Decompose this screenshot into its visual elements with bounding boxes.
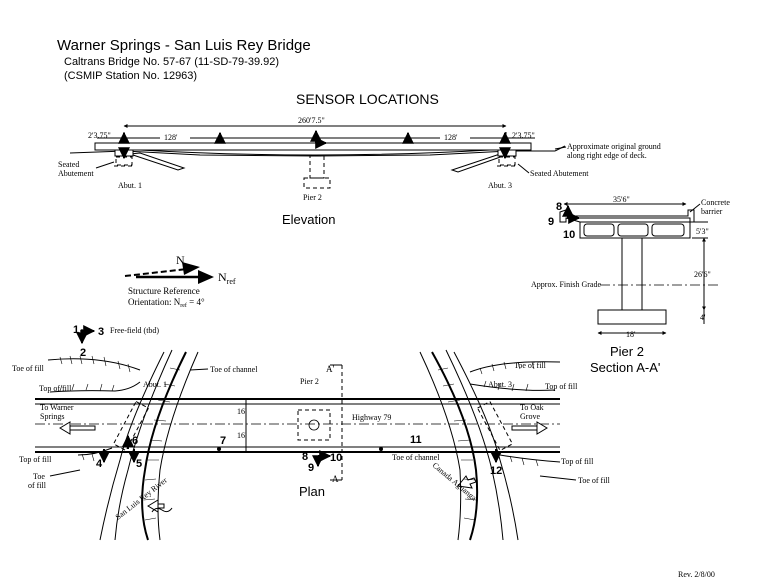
highway-label: Highway 79 [352, 413, 391, 422]
section-footing-width: 18' [626, 330, 636, 339]
toe-of-channel-left: Toe of channel [210, 365, 258, 374]
station-number: (CSMIP Station No. 12963) [64, 70, 197, 82]
plan-abut-1: Abut. 1 [143, 380, 167, 389]
section-sensor-9: 9 [548, 216, 554, 228]
elev-dim-left-span: 128' [164, 133, 178, 142]
section-title-2: Section A-A' [590, 360, 660, 375]
structure-reference-text: Structure Reference [128, 286, 200, 296]
section-concrete-1: Concrete [701, 198, 730, 207]
plan-abut-3: Abut. 3 [488, 380, 512, 389]
to-oak-1: To Oak [520, 403, 544, 412]
free-field-label: Free-field (tbd) [110, 326, 159, 335]
section-sensor-10: 10 [563, 229, 575, 241]
top-of-fill-bottom-left: Top of fill [19, 455, 52, 464]
orientation-text: Orientation: Nref = 4° [128, 297, 205, 309]
plan-pier-2: Pier 2 [300, 377, 319, 386]
section-finish-grade: Approx. Finish Grade [531, 280, 601, 289]
top-of-fill-bottom-right: Top of fill [561, 457, 594, 466]
plan-sensor-9: 9 [308, 462, 314, 474]
elev-dim-right-span: 128' [444, 133, 458, 142]
to-warner-1: To Warner [40, 403, 74, 412]
plan-sensor-4: 4 [96, 458, 103, 470]
elev-ground-note-2: along right edge of deck. [567, 151, 647, 160]
elev-seated-right: Seated Abutement [530, 169, 589, 178]
top-of-fill-left: Top of fill [39, 384, 72, 393]
plan-sensor-12: 12 [490, 465, 502, 477]
section-title-1: Pier 2 [610, 344, 644, 359]
river-label-right: Canada Aguanga [431, 461, 479, 503]
section-concrete-2: barrier [701, 207, 723, 216]
plan-view: 1 3 2 Free-field (tbd) Toe of fill Top o… [12, 324, 611, 541]
elev-dim-right-end: 2'3.75" [512, 131, 535, 140]
section-depth-dim: 5'3" [696, 227, 709, 236]
nref-label: Nref [218, 270, 236, 286]
sensor-locations-heading: SENSOR LOCATIONS [296, 91, 439, 107]
plan-sensors: 4 5 6 7 8 9 10 11 12 [96, 434, 502, 477]
toe-of-fill-top-left: Toe of fill [12, 364, 45, 373]
toe-of-channel-right: Toe of channel [392, 453, 440, 462]
toe-of-fill-bottom-right: Toe of fill [578, 476, 611, 485]
elevation-title: Elevation [282, 212, 335, 227]
plan-dim-16-bot: 16' [237, 431, 247, 440]
elev-seated-left-1: Seated [58, 160, 79, 169]
plan-a-prime: A' [326, 364, 334, 374]
plan-sensor-6: 6 [132, 435, 138, 447]
toe-bottom-left-2: of fill [28, 481, 47, 490]
orientation-reference: N Nref Structure Reference Orientation: … [124, 253, 236, 309]
elev-dim-total: 260'7.5" [298, 116, 325, 125]
section-footing-depth: 4' [700, 313, 706, 322]
top-of-fill-right: Top of fill [545, 382, 578, 391]
plan-sensor-5: 5 [136, 458, 142, 470]
elev-abut-1: Abut. 1 [118, 181, 142, 190]
north-label: N [176, 253, 185, 267]
drawing-title: Warner Springs - San Luis Rey Bridge [57, 37, 311, 54]
elev-abut-3: Abut. 3 [488, 181, 512, 190]
section-width-dim: 35'6" [613, 195, 630, 204]
toe-bottom-left-1: Toe [33, 472, 45, 481]
ff-sensor-1: 1 [73, 324, 79, 336]
plan-sensor-7: 7 [220, 435, 226, 447]
pier-section-view: 35'6" Concrete barrier 5'3" Approx. Fini… [531, 195, 730, 375]
to-warner-2: Springs [40, 412, 64, 421]
plan-sensor-11: 11 [410, 434, 422, 446]
to-oak-2: Grove [520, 412, 540, 421]
elev-ground-note-1: Approximate original ground [567, 142, 661, 151]
section-height-dim: 26'6" [694, 270, 711, 279]
section-sensor-8: 8 [556, 201, 562, 213]
elev-pier-2: Pier 2 [303, 193, 322, 202]
header: Warner Springs - San Luis Rey Bridge Cal… [57, 37, 439, 107]
elev-dim-left-end: 2'3.75" [88, 131, 111, 140]
ff-sensor-2: 2 [80, 347, 86, 359]
plan-dim-16-top: 16' [237, 407, 247, 416]
toe-of-fill-top-right: Toe of fill [514, 361, 547, 370]
plan-sensor-8: 8 [302, 451, 308, 463]
bridge-number: Caltrans Bridge No. 57-67 (11-SD-79-39.9… [64, 56, 279, 68]
elev-seated-left-2: Abutement [58, 169, 94, 178]
plan-a: A [332, 474, 339, 484]
revision-label: Rev. 2/8/00 [678, 570, 715, 579]
plan-title: Plan [299, 484, 325, 499]
ff-sensor-3: 3 [98, 326, 104, 338]
elevation-view: 260'7.5" 128' 128' 2'3.75" 2'3.75" [58, 116, 661, 227]
plan-sensor-10: 10 [330, 452, 342, 464]
river-label-left: San Luis Rey River [114, 476, 169, 522]
